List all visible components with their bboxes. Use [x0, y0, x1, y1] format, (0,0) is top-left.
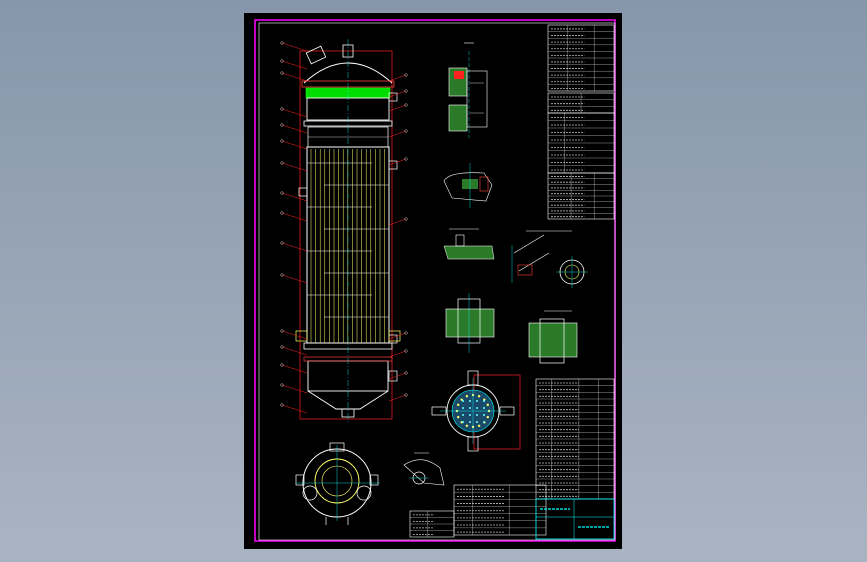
- nozzle-detail: [403, 452, 445, 486]
- drawing-canvas: [254, 19, 616, 542]
- lower-channel: [307, 360, 389, 392]
- drawing-sheet: [244, 13, 622, 549]
- part-leaders: [280, 41, 408, 414]
- vessel-top-view: [295, 442, 380, 525]
- support-lug-right: [388, 330, 401, 342]
- support-lug-left: [295, 330, 308, 342]
- data-tables: [409, 24, 615, 540]
- baffle-plates: [307, 162, 389, 318]
- overall-dimension-frame: [299, 50, 393, 420]
- shell-nozzle-b: [388, 160, 398, 170]
- shell-nozzle-c: [298, 187, 308, 197]
- flanged-head-plan-icon: [431, 370, 521, 452]
- section-detail-icon: [443, 42, 588, 364]
- channel-nozzle: [388, 370, 398, 382]
- drawing-border: [258, 22, 616, 541]
- tube-bundle: [310, 149, 385, 343]
- manway-lid: [305, 45, 327, 65]
- vertical-heat-exchanger-icon: [280, 39, 408, 423]
- shell-nozzle-d: [388, 334, 398, 344]
